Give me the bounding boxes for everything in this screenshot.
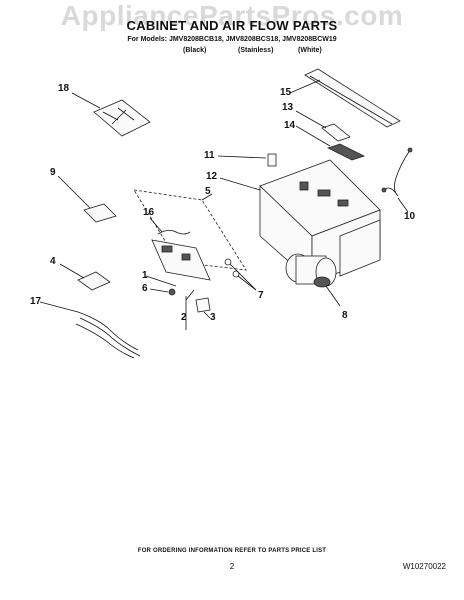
- part-3-bracket: [195, 297, 211, 319]
- callout-13: 13: [282, 102, 294, 113]
- page-title: CABINET AND AIR FLOW PARTS: [126, 18, 338, 33]
- part-8-blower-motor: [285, 253, 341, 307]
- part-4-bracket: [59, 263, 111, 291]
- part-16-switch: [149, 217, 191, 235]
- callout-14: 14: [284, 120, 296, 131]
- variant-white: (White): [298, 47, 322, 54]
- callout-3: 3: [210, 312, 216, 323]
- callout-15: 15: [280, 87, 292, 98]
- part-2-bolt: [185, 289, 195, 330]
- part-6-nut: [149, 288, 176, 296]
- document-part-number: W10270022: [402, 562, 446, 571]
- part-14-filter-frame: [295, 125, 366, 161]
- part-10-wire-harness: [381, 147, 413, 213]
- callout-2: 2: [181, 312, 187, 323]
- callout-5: 5: [205, 186, 211, 197]
- callout-12: 12: [206, 171, 218, 182]
- callout-4: 4: [50, 256, 56, 267]
- callout-7: 7: [258, 290, 264, 301]
- callout-18: 18: [58, 83, 70, 94]
- callout-10: 10: [404, 211, 416, 222]
- callout-11: 11: [204, 150, 215, 161]
- part-7-screws: [224, 258, 257, 291]
- variant-stainless: (Stainless): [238, 47, 274, 54]
- ordering-note: FOR ORDERING INFORMATION REFER TO PARTS …: [137, 548, 327, 554]
- variant-black: (Black): [183, 47, 207, 54]
- callout-1: 1: [142, 270, 148, 281]
- part-11-damper: [217, 153, 277, 167]
- watermark: AppliancePartsPros.com: [60, 0, 404, 31]
- part-17-harness: [39, 301, 141, 359]
- callout-16: 16: [143, 207, 155, 218]
- callout-17: 17: [30, 296, 42, 307]
- part-13-filter: [295, 110, 351, 142]
- page-number: 2: [229, 562, 235, 571]
- callout-9: 9: [50, 167, 56, 178]
- part-15-vent-rail: [289, 68, 401, 128]
- part-9-plate: [57, 175, 117, 223]
- callout-6: 6: [142, 283, 148, 294]
- callout-8: 8: [342, 310, 348, 321]
- models-line: For Models: JMV8208BCB18, JMV8208BCS18, …: [127, 36, 337, 43]
- part-18-grille: [71, 92, 151, 137]
- part-1-screw: [145, 275, 177, 287]
- part-5-control-assembly: [133, 189, 247, 281]
